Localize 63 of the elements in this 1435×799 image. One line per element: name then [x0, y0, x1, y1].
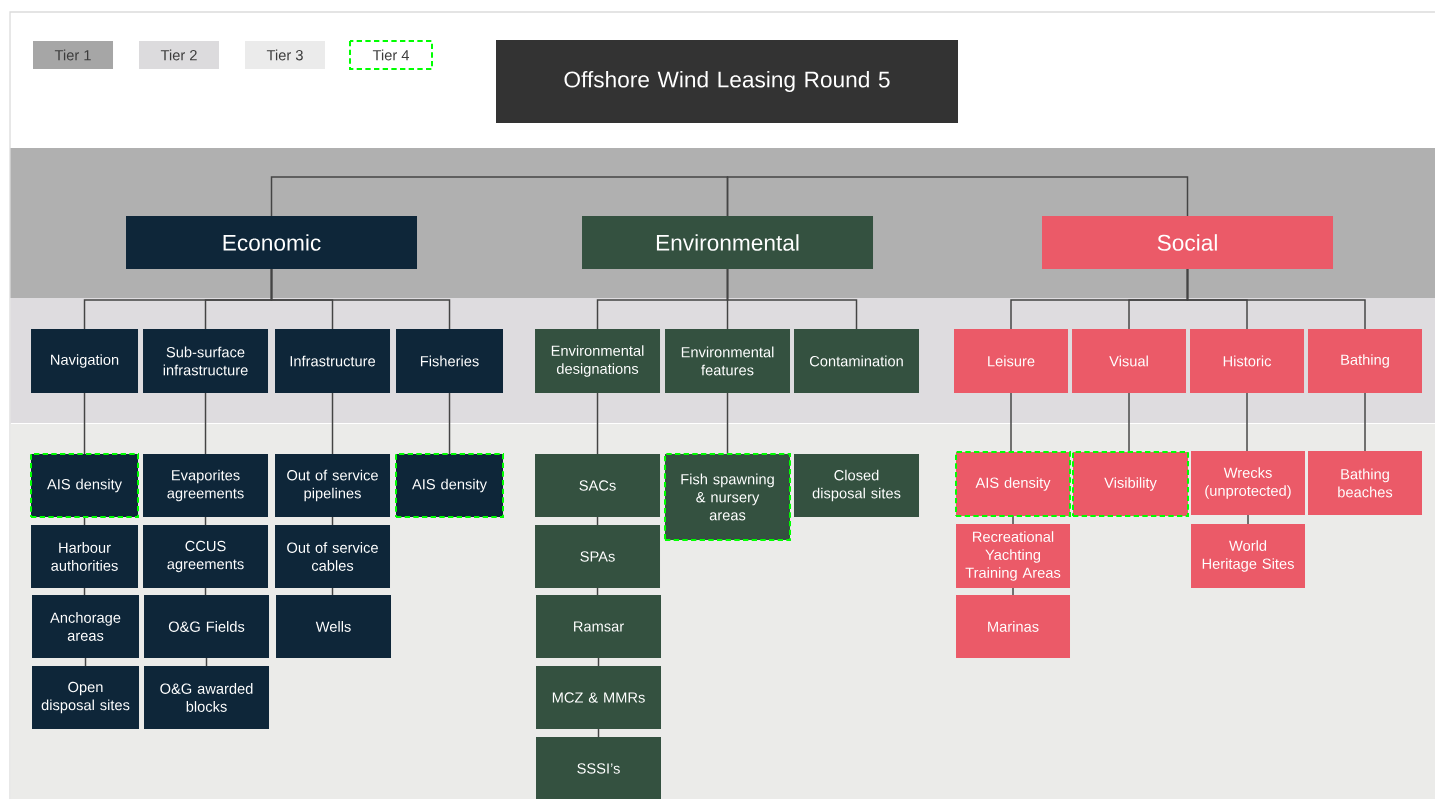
- category-box: Social: [1042, 216, 1333, 269]
- connector-line: [726, 268, 858, 330]
- connector-line: [1186, 268, 1366, 330]
- criterion-box: Anchorage areas: [32, 595, 139, 658]
- subcategory-box: Sub-surface infrastructure: [143, 329, 268, 393]
- criterion-box: AIS density: [395, 453, 504, 518]
- criterion-box: O&G Fields: [144, 595, 269, 658]
- legend-label: Tier 2: [160, 49, 197, 61]
- criterion-box: Closed disposal sites: [794, 454, 919, 517]
- subcategory-box: Visual: [1072, 329, 1186, 393]
- connector-line: [1010, 392, 1012, 453]
- subcategory-box: Leisure: [954, 329, 1068, 393]
- category-box: Environmental: [582, 216, 873, 269]
- criterion-box: Out of service pipelines: [275, 454, 390, 517]
- criterion-box: Recreational Yachting Training Areas: [956, 524, 1070, 588]
- subcategory-box: Navigation: [31, 329, 138, 393]
- criterion-box: Out of service cables: [275, 525, 390, 588]
- criterion-box: Visibility: [1072, 451, 1189, 517]
- criterion-box: Wells: [276, 595, 391, 658]
- subcategory-box: Bathing: [1308, 329, 1422, 393]
- criterion-box: AIS density: [955, 451, 1071, 517]
- criterion-box: SSSI’s: [536, 737, 661, 799]
- legend-label: Tier 3: [266, 49, 303, 61]
- connector-line: [1012, 515, 1014, 525]
- connector-line: [1247, 514, 1249, 525]
- legend-label: Tier 4: [372, 49, 410, 61]
- connector-line: [1246, 392, 1248, 452]
- connector-line: [83, 392, 86, 455]
- criterion-box: MCZ & MMRs: [536, 666, 661, 729]
- criterion-box: Bathing beaches: [1308, 451, 1422, 515]
- connector-line: [1012, 587, 1014, 596]
- category-box: Economic: [126, 216, 417, 269]
- subcategory-box: Infrastructure: [275, 329, 390, 393]
- criterion-box: SACs: [535, 454, 660, 517]
- connector-line: [596, 392, 599, 455]
- connector-line: [726, 176, 1189, 217]
- subcategory-box: Environmental features: [665, 329, 790, 393]
- connector-line: [448, 392, 451, 455]
- criterion-box: Evaporites agreements: [143, 454, 268, 517]
- connector-line: [270, 268, 451, 330]
- subcategory-box: Contamination: [794, 329, 919, 393]
- criterion-box: Fish spawning & nursery areas: [664, 453, 791, 541]
- title-box: Offshore Wind Leasing Round 5: [496, 40, 958, 123]
- criterion-box: SPAs: [535, 525, 660, 588]
- criterion-box: AIS density: [30, 453, 139, 518]
- criterion-box: Wrecks (unprotected): [1191, 451, 1305, 515]
- connector-line: [1364, 392, 1366, 452]
- criterion-box: Ramsar: [536, 595, 661, 658]
- criterion-box: Open disposal sites: [32, 666, 139, 729]
- connector-line: [726, 392, 729, 455]
- subcategory-box: Historic: [1190, 329, 1304, 393]
- connector-line: [204, 392, 207, 455]
- legend-label: Tier 1: [54, 49, 91, 61]
- connector-line: [331, 392, 334, 455]
- connector-line: [270, 176, 729, 217]
- criterion-box: CCUS agreements: [143, 525, 268, 588]
- criterion-box: O&G awarded blocks: [144, 666, 269, 729]
- connector-line: [1128, 392, 1130, 453]
- criterion-box: World Heritage Sites: [1191, 524, 1305, 588]
- subcategory-box: Fisheries: [396, 329, 503, 393]
- criterion-box: Marinas: [956, 595, 1070, 658]
- subcategory-box: Environmental designations: [535, 329, 660, 393]
- criterion-box: Harbour authorities: [31, 525, 138, 588]
